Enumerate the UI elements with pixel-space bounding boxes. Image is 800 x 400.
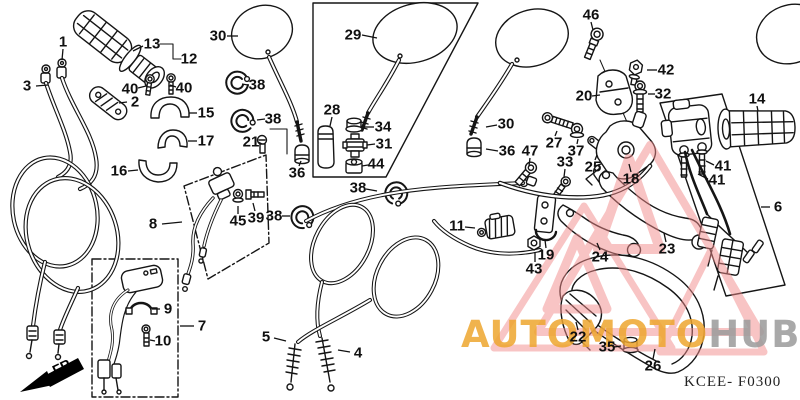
brake-lever-box-outline (183, 154, 270, 280)
dome-nut-36 (294, 144, 310, 165)
left-switch-box-outline (91, 258, 179, 398)
handlebar-clamp-upper (150, 96, 190, 119)
mirror-boot-28 (317, 125, 335, 169)
fr-arrow-shaft (44, 358, 84, 387)
left-switch-assembly (97, 264, 164, 395)
flange-nut-34 (345, 117, 363, 133)
flange-nut-37 (569, 122, 585, 139)
dome-nut-36 (466, 137, 482, 158)
bolt-40 (145, 74, 155, 96)
label-bracket-12-13 (159, 43, 182, 60)
cable-adjuster-11 (476, 212, 516, 240)
bolt-40 (166, 73, 176, 95)
screw-21 (256, 128, 288, 155)
cable-end-spring-5 (285, 343, 302, 391)
label-leader-lines (35, 21, 770, 360)
front-brake-lever-assembly (181, 166, 265, 293)
nut-44 (345, 158, 363, 174)
watermark-text-secondary: HUB (708, 313, 800, 356)
nut-43 (527, 235, 541, 251)
band-clamp-38 (230, 108, 256, 133)
bolt-32 (632, 80, 648, 113)
mirror-far-right (755, 3, 800, 65)
band-clamp-38 (290, 205, 315, 230)
bolt-46 (583, 27, 604, 61)
cable-end-spring-4 (315, 337, 336, 392)
watermark-text: AUTOMOTOHUB (461, 316, 800, 353)
mirror-right (468, 8, 569, 136)
band-clamp-38 (225, 70, 251, 95)
mirror-center (359, 2, 458, 132)
throttle-cables (285, 175, 542, 392)
bracket-20 (595, 69, 634, 116)
clutch-cable (10, 58, 121, 361)
diagram-code: KCEE- F0300 (684, 374, 782, 390)
throttle-housing-plate (88, 86, 128, 121)
cable-bracket-19 (533, 194, 558, 242)
throttle-grip (72, 10, 166, 89)
bolt-47 (514, 161, 538, 187)
handlebar-clamp-lower (138, 159, 178, 183)
left-handle-grip (717, 108, 796, 150)
right-switch-assembly (497, 98, 764, 291)
watermark-logo (490, 141, 768, 356)
mirror-left (230, 4, 305, 143)
joint-31 (342, 133, 368, 158)
handlebar-clamp-mid (157, 129, 188, 149)
screw-27 (541, 112, 574, 130)
watermark-text-primary: AUTOMOTO (461, 313, 709, 356)
band-clamp-38 (384, 181, 409, 207)
fr-direction-arrow: FR. (14, 352, 104, 398)
